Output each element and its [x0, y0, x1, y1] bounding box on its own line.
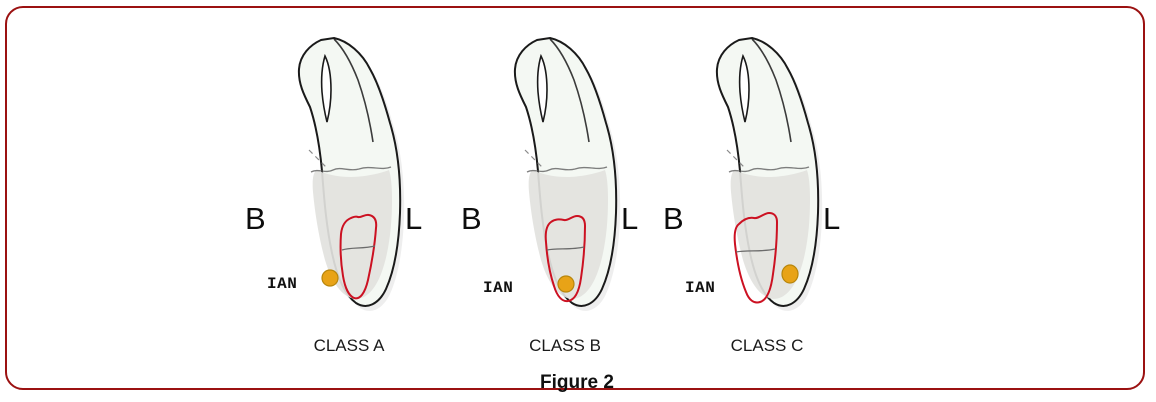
cementoenamel-junction-line: [546, 246, 585, 251]
cementoenamel-junction-line: [735, 248, 776, 253]
panel-class-c: B L IAN CLASS C: [657, 22, 877, 362]
lingual-label-a: L: [405, 201, 423, 236]
cortico-cancellous-boundary: [310, 166, 392, 173]
cementoenamel-junction-line: [341, 245, 376, 251]
lingual-inner-contour: [751, 38, 792, 143]
inferior-alveolar-nerve-dot: [557, 275, 575, 293]
lingual-inner-contour: [549, 38, 590, 143]
class-label-c: CLASS C: [730, 336, 804, 355]
lingual-label-b: L: [621, 201, 639, 236]
lingual-label-c: L: [823, 201, 841, 236]
mandible-cross-section-b: [513, 36, 621, 311]
ian-label-a: IAN: [267, 275, 298, 293]
inferior-alveolar-nerve-dot: [781, 264, 799, 284]
tooth-root-outline: [544, 214, 587, 303]
figure-stage: B L IAN CLASS A B L IAN CLASS: [7, 22, 1147, 393]
buccal-label-c: B: [663, 201, 684, 236]
inferior-alveolar-nerve-dot: [321, 269, 339, 287]
tooth-root-outline: [733, 211, 779, 304]
panel-class-b: B L IAN CLASS B: [455, 22, 675, 362]
tooth-root-outline: [339, 213, 378, 300]
class-label-a: CLASS A: [313, 336, 385, 355]
internal-dashed-line: [726, 149, 746, 169]
internal-dashed-line: [524, 149, 544, 169]
ian-label-c: IAN: [685, 279, 716, 297]
panel-class-a: B L IAN CLASS A: [239, 22, 459, 362]
alveolar-crest-cleft: [536, 53, 548, 123]
cortico-cancellous-boundary: [526, 166, 608, 173]
buccal-label-a: B: [245, 201, 266, 236]
figure-caption: Figure 2: [540, 372, 614, 393]
alveolar-crest-cleft: [320, 53, 332, 123]
mandible-cross-section-c: [715, 36, 823, 311]
ian-label-b: IAN: [483, 279, 514, 297]
alveolar-crest-cleft: [738, 53, 750, 123]
cortico-cancellous-boundary: [728, 166, 810, 173]
buccal-label-b: B: [461, 201, 482, 236]
class-label-b: CLASS B: [529, 336, 601, 355]
internal-dashed-line: [308, 149, 328, 169]
figure-border-frame: B L IAN CLASS A B L IAN CLASS: [5, 6, 1147, 393]
mandible-cross-section-a: [297, 36, 405, 311]
lingual-inner-contour: [333, 38, 374, 143]
cancellous-bone-region: [312, 170, 392, 299]
